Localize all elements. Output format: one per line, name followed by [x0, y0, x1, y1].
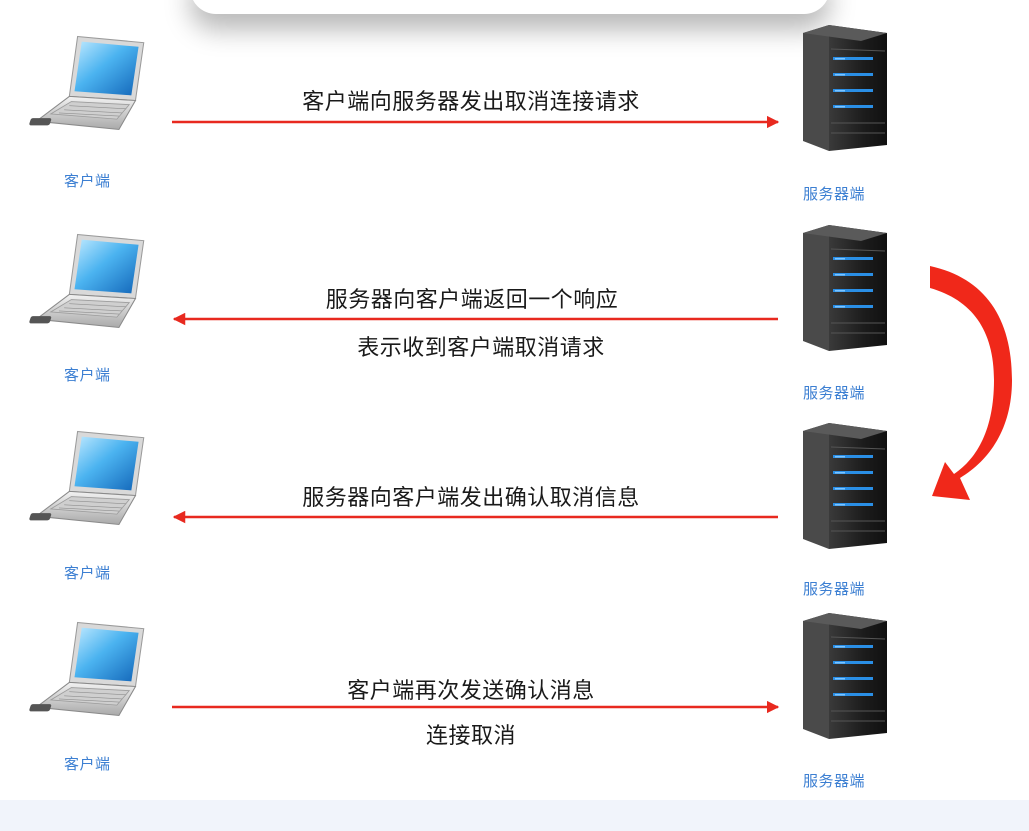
- curved-arrow-icon: [0, 0, 1029, 831]
